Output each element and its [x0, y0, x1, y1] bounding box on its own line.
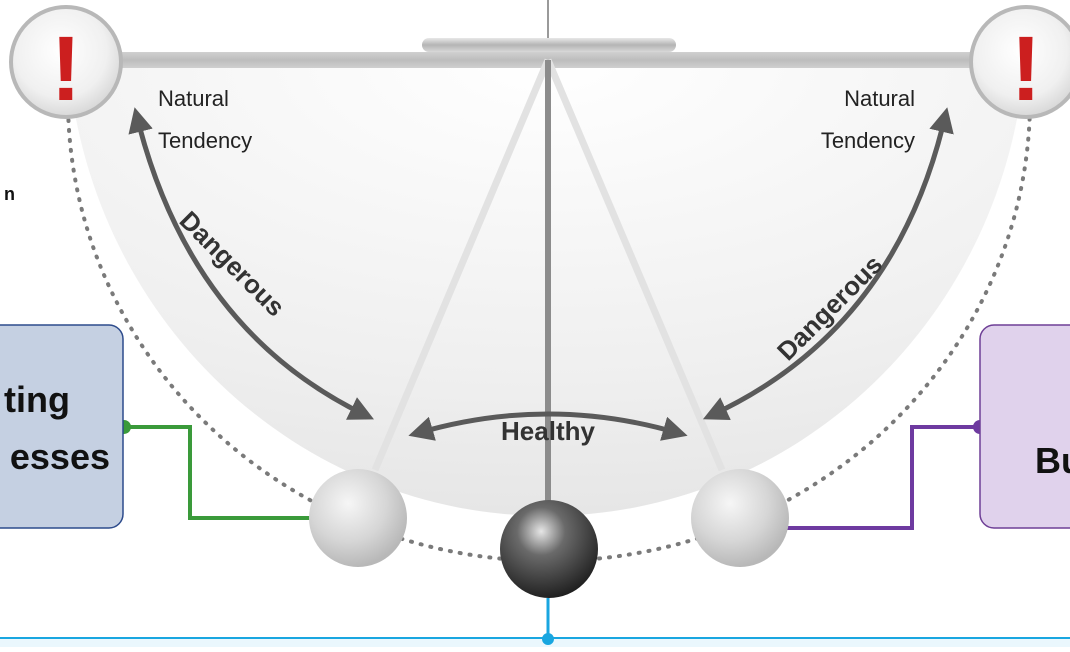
right-process-box [979, 324, 1070, 529]
right-warning-glyph: ! [1011, 18, 1042, 120]
right-dangerous-arrow [702, 107, 954, 421]
left-warning-glyph: ! [51, 18, 82, 120]
healthy-label: Healthy [501, 416, 595, 446]
left-tendency-line1: Natural [158, 86, 229, 111]
left-tendency-line2: Tendency [158, 128, 252, 153]
left-pendulum-ball [309, 469, 407, 567]
right-string [544, 58, 726, 472]
bottom-connector-dot [542, 633, 554, 645]
right-box-line1: Bu [1035, 440, 1070, 481]
left-box-line1: ting [4, 379, 70, 420]
bottom-panel [0, 637, 1070, 649]
left-connector [124, 425, 312, 520]
right-pendulum-ball [691, 469, 789, 567]
right-tendency-line1: Natural [844, 86, 915, 111]
right-tendency-line2: Tendency [821, 128, 915, 153]
left-box-line2: esses [10, 436, 110, 477]
pivot-cap [422, 38, 676, 52]
left-string [371, 58, 552, 472]
left-cut-text: n [4, 184, 15, 204]
left-warning-icon: ! [9, 5, 123, 120]
left-process-box [0, 324, 124, 529]
healthy-arrow [408, 411, 688, 441]
right-warning-icon: ! [969, 5, 1070, 120]
right-connector [786, 425, 980, 530]
center-pendulum-ball [500, 500, 598, 598]
left-dangerous-arrow [128, 107, 374, 420]
